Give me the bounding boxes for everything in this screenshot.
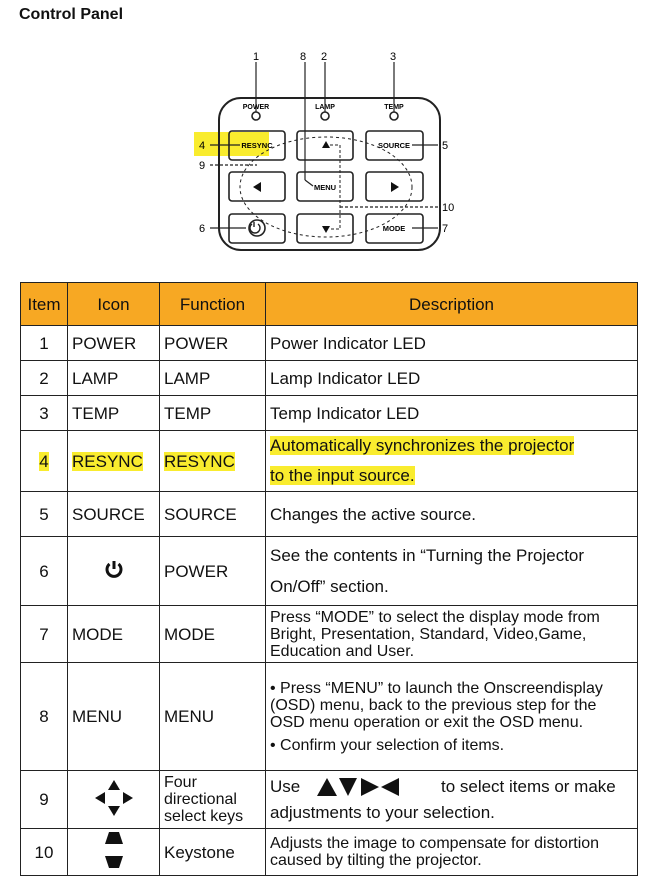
power-icon <box>105 561 122 578</box>
header-function: Function <box>159 282 266 326</box>
icon: TEMP <box>67 395 160 431</box>
table-row: 3 TEMP TEMP Temp Indicator LED <box>20 395 638 431</box>
resync-highlight <box>194 132 269 156</box>
icon: RESYNC <box>72 451 143 471</box>
power-led <box>251 111 261 121</box>
table-row: 6 POWER See the contents in “Turning the… <box>20 536 638 606</box>
table-row: 7 MODE MODE Press “MODE” to select the d… <box>20 605 638 663</box>
callout-8: 8 <box>300 51 306 63</box>
table-row: 8 MENU MENU • Press “MENU” to launch the… <box>20 662 638 771</box>
description: Adjusts the image to compensate for dist… <box>265 828 638 876</box>
item: 1 <box>20 325 68 361</box>
callout-7: 7 <box>442 223 448 235</box>
item: 6 <box>20 536 68 606</box>
header-icon: Icon <box>67 282 160 326</box>
item: 2 <box>20 360 68 396</box>
callout-1: 1 <box>253 51 259 63</box>
callout-10: 10 <box>442 202 454 214</box>
table-header: Item Icon Function Description <box>20 282 638 326</box>
table-row: 5 SOURCE SOURCE Changes the active sourc… <box>20 491 638 537</box>
callout-2: 2 <box>321 51 327 63</box>
table-row: 10 Keystone Adjusts the image to compens… <box>20 828 638 876</box>
item: 7 <box>20 605 68 663</box>
description-line: to the input source. <box>270 466 415 485</box>
description-line: On/Off” section. <box>270 577 389 596</box>
icon: MENU <box>67 662 160 771</box>
function: LAMP <box>159 360 266 396</box>
table-row: 4 RESYNC RESYNC Automatically synchroniz… <box>20 430 638 492</box>
source-button[interactable]: SOURCE <box>378 141 410 150</box>
function: SOURCE <box>159 491 266 537</box>
item: 9 <box>20 770 68 829</box>
description-line: • Confirm your selection of items. <box>270 736 505 754</box>
control-panel-table: Item Icon Function Description 1 POWER P… <box>20 282 638 876</box>
table-row: 1 POWER POWER Power Indicator LED <box>20 325 638 361</box>
callout-3: 3 <box>390 51 396 63</box>
table-row: 2 LAMP LAMP Lamp Indicator LED <box>20 360 638 396</box>
header-description: Description <box>265 282 638 326</box>
description: Power Indicator LED <box>265 325 638 361</box>
device-outline <box>218 97 441 251</box>
icon: POWER <box>67 325 160 361</box>
function: RESYNC <box>164 451 235 471</box>
item: 5 <box>20 491 68 537</box>
lamp-led <box>320 111 330 121</box>
item: 4 <box>39 451 49 471</box>
description: Press “MODE” to select the display mode … <box>265 605 638 663</box>
description-line: adjustments to your selection. <box>270 802 495 822</box>
icon: SOURCE <box>67 491 160 537</box>
item: 10 <box>20 828 68 876</box>
function: POWER <box>159 536 266 606</box>
callout-5: 5 <box>442 140 448 152</box>
icon: MODE <box>67 605 160 663</box>
function: Keystone <box>159 828 266 876</box>
control-panel-diagram: POWER LAMP TEMP RESYNC SOURCE MENU MODE … <box>194 51 454 251</box>
keystone-icon <box>104 832 123 868</box>
item: 3 <box>20 395 68 431</box>
function: TEMP <box>159 395 266 431</box>
function: MODE <box>159 605 266 663</box>
item: 8 <box>20 662 68 771</box>
header-item: Item <box>20 282 68 326</box>
description-line: to select items or make <box>440 776 616 796</box>
function: Four directional select keys <box>159 770 266 829</box>
description: Temp Indicator LED <box>265 395 638 431</box>
resync-button[interactable]: RESYNC <box>241 141 273 150</box>
callout-6: 6 <box>199 223 205 235</box>
mode-button[interactable]: MODE <box>383 224 406 233</box>
function: POWER <box>159 325 266 361</box>
description-line: • Press “MENU” to launch the Onscreendis… <box>270 679 603 731</box>
menu-button[interactable]: MENU <box>314 183 336 192</box>
icon: LAMP <box>67 360 160 396</box>
function: MENU <box>159 662 266 771</box>
temp-led <box>389 111 399 121</box>
callout-9: 9 <box>199 160 205 172</box>
arrow-keys-icon <box>316 778 399 797</box>
description-line: Automatically synchronizes the projector <box>270 436 575 455</box>
description-line: Use <box>270 776 301 796</box>
description-line: See the contents in “Turning the Project… <box>270 546 585 565</box>
table-row: 9 Four directional select keys Use to se… <box>20 770 638 829</box>
description: Changes the active source. <box>265 491 638 537</box>
callout-4: 4 <box>199 140 205 152</box>
page-title: Control Panel <box>19 6 124 23</box>
description: Lamp Indicator LED <box>265 360 638 396</box>
power-button-icon <box>248 219 266 237</box>
four-direction-icon <box>94 779 133 816</box>
